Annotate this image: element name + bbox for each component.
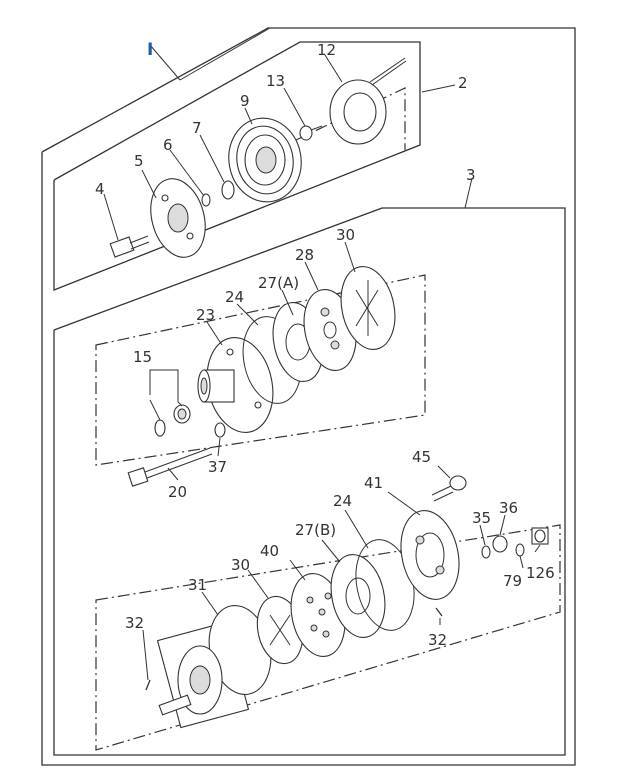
snap-ring-part-7 — [221, 180, 235, 200]
label-9: 9 — [240, 92, 250, 110]
pin-part-32-right — [435, 607, 443, 617]
field-coil-part-12 — [329, 57, 407, 145]
label-3: 3 — [466, 166, 476, 184]
label-28: 28 — [295, 246, 314, 264]
assembly-marker: I — [147, 40, 153, 60]
label-40: 40 — [260, 542, 279, 560]
label-27b: 27(B) — [295, 521, 336, 539]
label-7: 7 — [192, 119, 202, 137]
cylinder-block-part-31 — [156, 604, 272, 729]
gasket-part-27b — [330, 554, 386, 638]
bracket-part-15 — [149, 369, 179, 402]
label-13: 13 — [266, 72, 285, 90]
bolt-part-4 — [109, 235, 150, 258]
label-27a: 27(A) — [258, 274, 299, 292]
label-23: 23 — [196, 306, 215, 324]
pulley-part-9 — [228, 117, 302, 203]
label-79: 79 — [503, 572, 522, 590]
label-5: 5 — [134, 152, 144, 170]
label-37: 37 — [208, 458, 227, 476]
seal-part-15 — [154, 404, 191, 437]
clutch-inner-dashed-box — [295, 87, 406, 150]
clutch-subassembly-frame — [53, 41, 421, 291]
compressor-subassembly-frame — [53, 207, 566, 756]
rear-head-part-41 — [400, 510, 460, 600]
pin-part-32-left — [145, 679, 151, 691]
label-32-left: 32 — [125, 614, 144, 632]
leader-lines — [103, 27, 541, 681]
label-126: 126 — [526, 564, 555, 582]
assembly-frame-outline — [41, 27, 576, 766]
o-ring-part-79 — [515, 543, 525, 557]
shim-part-6 — [201, 193, 211, 207]
reed-valve-part-30-front — [340, 266, 396, 350]
label-24-front: 24 — [225, 288, 244, 306]
label-41: 41 — [364, 474, 383, 492]
label-36: 36 — [499, 499, 518, 517]
label-32-right: 32 — [428, 631, 447, 649]
o-ring-part-37 — [214, 422, 226, 438]
label-2: 2 — [458, 74, 468, 92]
label-35: 35 — [472, 509, 491, 527]
fitting-part-126 — [531, 527, 549, 545]
screw-part-13 — [299, 125, 323, 141]
label-31: 31 — [188, 576, 207, 594]
label-12: 12 — [317, 41, 336, 59]
label-6: 6 — [163, 136, 173, 154]
label-4: 4 — [95, 180, 105, 198]
label-20: 20 — [168, 483, 187, 501]
o-ring-part-35 — [481, 545, 491, 559]
label-30-rear: 30 — [231, 556, 250, 574]
armature-plate-part-5 — [150, 178, 206, 258]
bolt-part-45 — [431, 475, 467, 502]
through-bolt-part-20 — [127, 447, 213, 487]
label-45: 45 — [412, 448, 431, 466]
front-head-part-23 — [197, 337, 274, 433]
label-15: 15 — [133, 348, 152, 366]
label-30-front: 30 — [336, 226, 355, 244]
nut-part-36 — [492, 535, 508, 553]
label-24-rear: 24 — [333, 492, 352, 510]
